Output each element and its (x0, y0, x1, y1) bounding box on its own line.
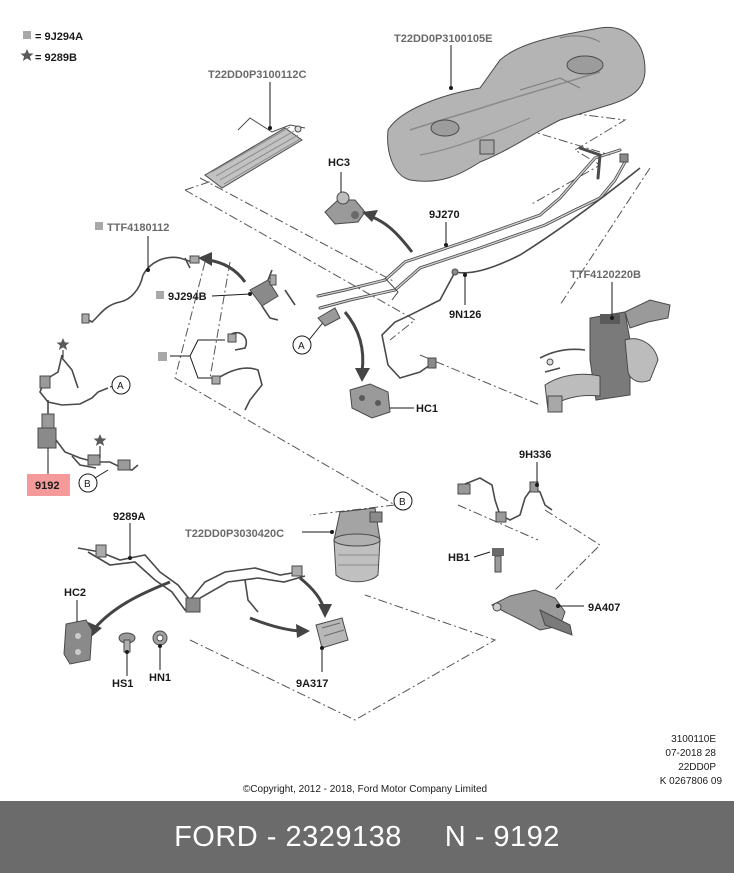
label-9a407: 9A407 (588, 602, 620, 614)
reference-line3: 22DD0P (678, 762, 716, 773)
callout-b (78, 473, 98, 493)
fuel-cooler (204, 117, 306, 189)
label-9j294b: 9J294B (168, 291, 207, 303)
legend-square-text: = 9J294A (35, 31, 83, 43)
wire-9n126 (381, 167, 641, 379)
hc3-clip (324, 191, 366, 225)
reference-line1: 3100110E (671, 734, 716, 745)
label-hc2: HC2 (64, 587, 86, 599)
label-9j270: 9J270 (429, 209, 460, 221)
legend: = 9J294A = 9289B (20, 31, 83, 64)
part-9192 (37, 354, 139, 471)
assembly-ttf4120220b (539, 299, 671, 413)
bracket-9a407 (490, 589, 573, 636)
label-cooler: T22DD0P3100112C (208, 69, 307, 81)
callout-a-text: A (298, 341, 305, 352)
legend-square-icon (95, 222, 103, 230)
callout-a-2-text: A (117, 381, 124, 392)
label-9n126: 9N126 (449, 309, 481, 321)
callout-b-2 (393, 491, 413, 511)
label-9192[interactable]: 9192 (35, 480, 59, 492)
harness-9j294b (211, 269, 296, 411)
reference-line4: K 0267806 09 (660, 776, 723, 787)
callout-b-2-text: B (399, 497, 406, 508)
hc2-clip (63, 619, 93, 665)
legend-square-icon (158, 352, 167, 361)
legend-square-icon (23, 31, 31, 39)
star-icon (56, 338, 70, 350)
label-9289a: 9289A (113, 511, 145, 523)
highlight-9192 (27, 474, 70, 496)
hn1-nut (152, 630, 168, 646)
hb1-bolt (492, 548, 504, 573)
callout-a (292, 335, 312, 355)
label-ttf4120220b: TTF4120220B (570, 269, 641, 281)
label-tank: T22DD0P3100105E (394, 33, 492, 45)
label-hn1: HN1 (149, 672, 171, 684)
assembly-lines (174, 104, 651, 721)
copyright: ©Copyright, 2012 - 2018, Ford Motor Comp… (243, 784, 487, 795)
reference-block: 3100110E 07-2018 28 22DD0P K 0267806 09 (660, 734, 723, 787)
harness-9289a (77, 544, 306, 613)
callout-a-2 (111, 375, 131, 395)
hc1-bracket (349, 383, 391, 419)
label-9h336: 9H336 (519, 449, 551, 461)
label-ttf4180112: TTF4180112 (107, 222, 169, 234)
harness-ttf4180112 (81, 255, 200, 324)
footer-bar: FORD - 2329138 N - 9192 (0, 801, 734, 873)
label-filter: T22DD0P3030420C (185, 528, 284, 540)
callout-b-text: B (84, 479, 91, 490)
hs1-screw (118, 632, 136, 653)
legend-star-icon (20, 49, 34, 61)
fuel-filter (333, 507, 383, 583)
label-hc3: HC3 (328, 157, 350, 169)
fuel-tank (387, 26, 646, 182)
sensor-9h336 (457, 477, 553, 523)
label-hc1: HC1 (416, 403, 438, 415)
label-hs1: HS1 (112, 678, 133, 690)
label-9a317: 9A317 (296, 678, 328, 690)
star-icon (93, 434, 107, 446)
reference-line2: 07-2018 28 (665, 748, 716, 759)
legend-star-text: = 9289B (35, 52, 77, 64)
legend-square-icon (156, 291, 164, 299)
label-hb1: HB1 (448, 552, 470, 564)
footer-part-number: FORD - 2329138 N - 9192 (174, 821, 560, 853)
fuel-line-9j270 (316, 146, 629, 310)
clip-9a317 (315, 617, 349, 649)
